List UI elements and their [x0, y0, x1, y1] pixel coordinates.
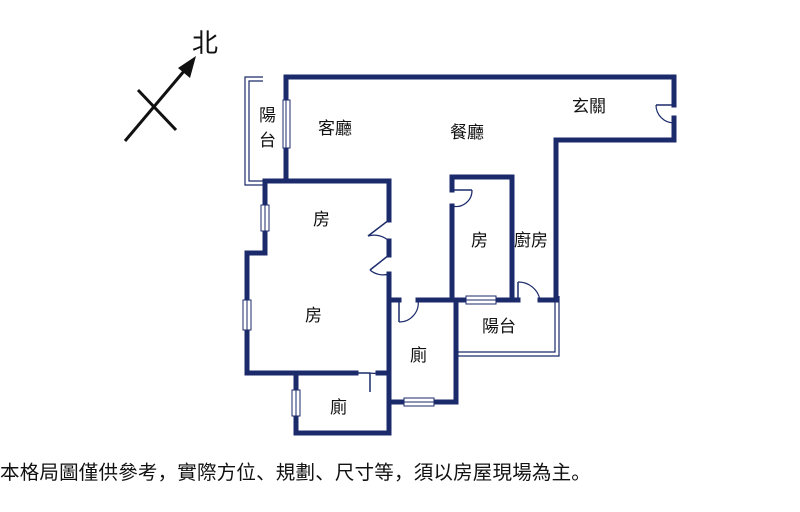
label-balcony-west-2: 台	[259, 131, 276, 151]
door-bedroom-1	[367, 219, 390, 242]
door-bathroom-2	[356, 372, 379, 392]
label-balcony-west-1: 陽	[259, 106, 276, 126]
disclaimer-text: 本格局圖僅供參考，實際方位、規劃、尺寸等，須以房屋現場為主。	[0, 461, 592, 484]
compass-arrow-head	[178, 56, 196, 78]
label-entrance: 玄關	[572, 97, 606, 117]
label-balcony-south: 陽台	[482, 317, 516, 337]
door-bedroom-2	[369, 254, 390, 276]
window-bedroom-3	[465, 295, 497, 305]
door-balcony-south	[517, 281, 541, 301]
north-label: 北	[192, 29, 218, 59]
door-bathroom-1	[398, 299, 419, 323]
label-bathroom-1: 廁	[410, 345, 427, 366]
window-bathroom-2	[291, 389, 301, 417]
label-bedroom-2: 房	[305, 306, 322, 326]
label-bedroom-3: 房	[471, 231, 488, 251]
windows	[242, 99, 497, 417]
label-bathroom-2: 廁	[330, 397, 347, 418]
label-kitchen: 廚房	[514, 230, 548, 251]
compass-cross-line	[136, 88, 178, 132]
label-bedroom-1: 房	[313, 210, 330, 230]
window-bathroom-1	[403, 397, 435, 407]
compass-arrow-line	[123, 63, 192, 142]
north-compass: 北	[123, 29, 218, 142]
label-living-room: 客廳	[318, 119, 352, 139]
room-labels: 陽 台 客廳 餐廳 玄關 房 房 房 廚房 陽台 廁 廁	[259, 97, 606, 418]
door-entrance	[655, 104, 675, 124]
balcony-sliding-door	[282, 99, 291, 149]
label-dining-room: 餐廳	[450, 123, 484, 143]
floor-plan: 北	[123, 29, 677, 436]
door-bedroom-3	[451, 189, 473, 208]
balcony-south-outline	[457, 296, 560, 357]
window-bedroom-1	[260, 204, 270, 232]
doors	[356, 104, 675, 392]
balcony-west-outline	[244, 76, 263, 186]
window-bedroom-2	[242, 299, 252, 331]
